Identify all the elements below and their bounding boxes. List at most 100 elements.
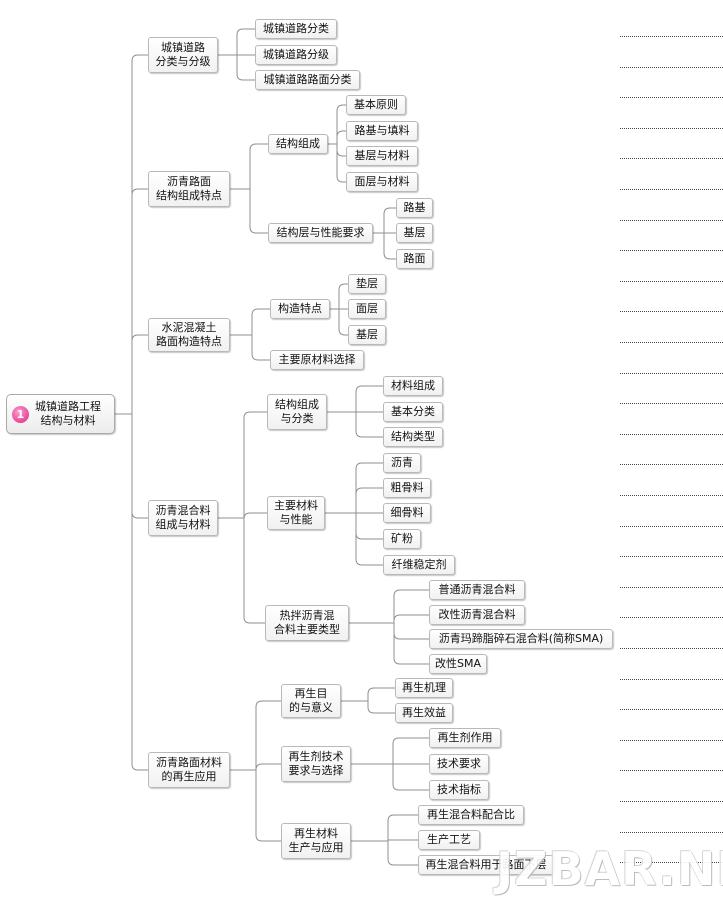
dotted-line <box>620 862 723 864</box>
leaf-node[interactable]: 再生剂作用 <box>429 728 501 748</box>
leaf-node[interactable]: 垫层 <box>348 274 386 294</box>
group-node[interactable]: 构造特点 <box>270 299 330 319</box>
leaf-node[interactable]: 再生机理 <box>395 678 453 698</box>
dotted-line <box>620 526 723 528</box>
leaf-node[interactable]: 城镇道路路面分类 <box>255 70 360 90</box>
leaf-node[interactable]: 基层 <box>348 325 386 345</box>
leaf-node[interactable]: 沥青 <box>383 453 421 473</box>
section-concrete-pavement[interactable]: 水泥混凝土 路面构造特点 <box>148 318 230 352</box>
dotted-line <box>620 403 723 405</box>
leaf-node[interactable]: 城镇道路分类 <box>255 19 337 39</box>
dotted-line <box>620 770 723 772</box>
connector-line <box>355 532 383 540</box>
connector-line <box>355 462 383 470</box>
leaf-node[interactable]: 再生混合料配合比 <box>418 805 524 825</box>
connector-line <box>243 411 267 419</box>
connector-line <box>251 308 270 316</box>
leaf-node[interactable]: 技术要求 <box>429 754 489 774</box>
dotted-line <box>620 67 723 69</box>
connector-line <box>355 430 383 438</box>
connector-line <box>336 104 346 112</box>
dotted-line <box>620 189 723 191</box>
group-node[interactable]: 再生目 的与意义 <box>281 684 341 718</box>
connector-line <box>383 207 396 215</box>
connector-line <box>367 687 395 695</box>
connector-line <box>393 589 429 597</box>
leaf-node[interactable]: 粗骨料 <box>383 478 431 498</box>
connector-line <box>367 706 395 714</box>
leaf-node[interactable]: 再生效益 <box>395 703 453 723</box>
leaf-node[interactable]: 基本原则 <box>346 95 406 115</box>
connector-line <box>255 700 281 708</box>
dotted-line <box>620 281 723 283</box>
connector-line <box>392 783 429 791</box>
connector-line <box>131 334 148 342</box>
dotted-line <box>620 220 723 222</box>
leaf-node[interactable]: 路面 <box>396 249 433 269</box>
connector-line <box>131 54 148 62</box>
connector-line <box>243 512 267 520</box>
leaf-node[interactable]: 技术指标 <box>429 780 489 800</box>
connector-line <box>392 737 429 745</box>
leaf-node[interactable]: 基层 <box>396 223 433 243</box>
dotted-line <box>620 434 723 436</box>
dotted-line <box>620 556 723 558</box>
group-node[interactable]: 结构组成 与分类 <box>267 394 327 430</box>
group-node[interactable]: 热拌沥青混 合料主要类型 <box>265 605 349 641</box>
leaf-node[interactable]: 面层 <box>348 299 386 319</box>
leaf-node[interactable]: 面层与材料 <box>346 172 418 192</box>
group-node[interactable]: 主要材料 与性能 <box>267 496 325 530</box>
leaf-node[interactable]: 普通沥青混合料 <box>429 580 525 600</box>
watermark: JZBAR.NET <box>496 842 723 896</box>
group-node[interactable]: 结构层与性能要求 <box>268 223 373 243</box>
dotted-line <box>620 464 723 466</box>
section-asphalt-mixture[interactable]: 沥青混合料 组成与材料 <box>148 500 218 536</box>
dotted-line <box>620 128 723 130</box>
root-label: 城镇道路工程 结构与材料 <box>35 400 101 427</box>
connector-line <box>336 175 346 183</box>
dotted-line <box>620 740 723 742</box>
group-node[interactable]: 主要原材料选择 <box>270 350 364 370</box>
leaf-node[interactable]: 改性SMA <box>429 654 487 674</box>
dotted-line <box>620 587 723 589</box>
group-node[interactable]: 再生材料 生产与应用 <box>281 823 351 859</box>
connector-line <box>393 614 429 622</box>
group-node[interactable]: 结构组成 <box>268 134 328 154</box>
section-asphalt-recycling[interactable]: 沥青路面材料 的再生应用 <box>148 752 230 788</box>
connector-line <box>383 252 396 260</box>
leaf-node[interactable]: 细骨料 <box>383 503 431 523</box>
dotted-line <box>620 679 723 681</box>
leaf-node[interactable]: 路基 <box>396 198 433 218</box>
leaf-node[interactable]: 纤维稳定剂 <box>383 555 455 575</box>
dotted-line <box>620 342 723 344</box>
connector-line <box>336 130 346 138</box>
section-road-classification[interactable]: 城镇道路 分类与分级 <box>148 37 218 73</box>
connector-line <box>131 511 148 519</box>
leaf-node[interactable]: 改性沥青混合料 <box>429 605 525 625</box>
connector-line <box>251 353 270 361</box>
leaf-node[interactable]: 矿粉 <box>383 529 421 549</box>
group-node[interactable]: 再生剂技术 要求与选择 <box>281 746 351 782</box>
connector-line <box>393 657 429 665</box>
leaf-node[interactable]: 基层与材料 <box>346 146 418 166</box>
connector-line <box>255 763 281 771</box>
root-node[interactable]: 1 城镇道路工程 结构与材料 <box>6 394 115 434</box>
dotted-line <box>620 311 723 313</box>
connector-line <box>249 226 268 234</box>
leaf-node[interactable]: 基本分类 <box>383 402 443 422</box>
connector-line <box>338 283 348 291</box>
connector-line <box>255 834 281 842</box>
section-asphalt-pavement-structure[interactable]: 沥青路面 结构组成特点 <box>148 171 230 207</box>
leaf-node[interactable]: 路基与填料 <box>346 121 418 141</box>
leaf-node[interactable]: 再生混合料用于路面下层 <box>418 855 554 875</box>
leaf-node[interactable]: 材料组成 <box>383 376 443 396</box>
connector-line <box>236 73 255 81</box>
connector-line <box>131 763 148 771</box>
dotted-line <box>620 617 723 619</box>
connector-line <box>393 632 429 640</box>
leaf-node[interactable]: 城镇道路分级 <box>255 45 337 65</box>
leaf-node[interactable]: 沥青玛蹄脂碎石混合料(简称SMA) <box>429 629 613 649</box>
leaf-node[interactable]: 生产工艺 <box>418 830 480 850</box>
leaf-node[interactable]: 结构类型 <box>383 427 443 447</box>
